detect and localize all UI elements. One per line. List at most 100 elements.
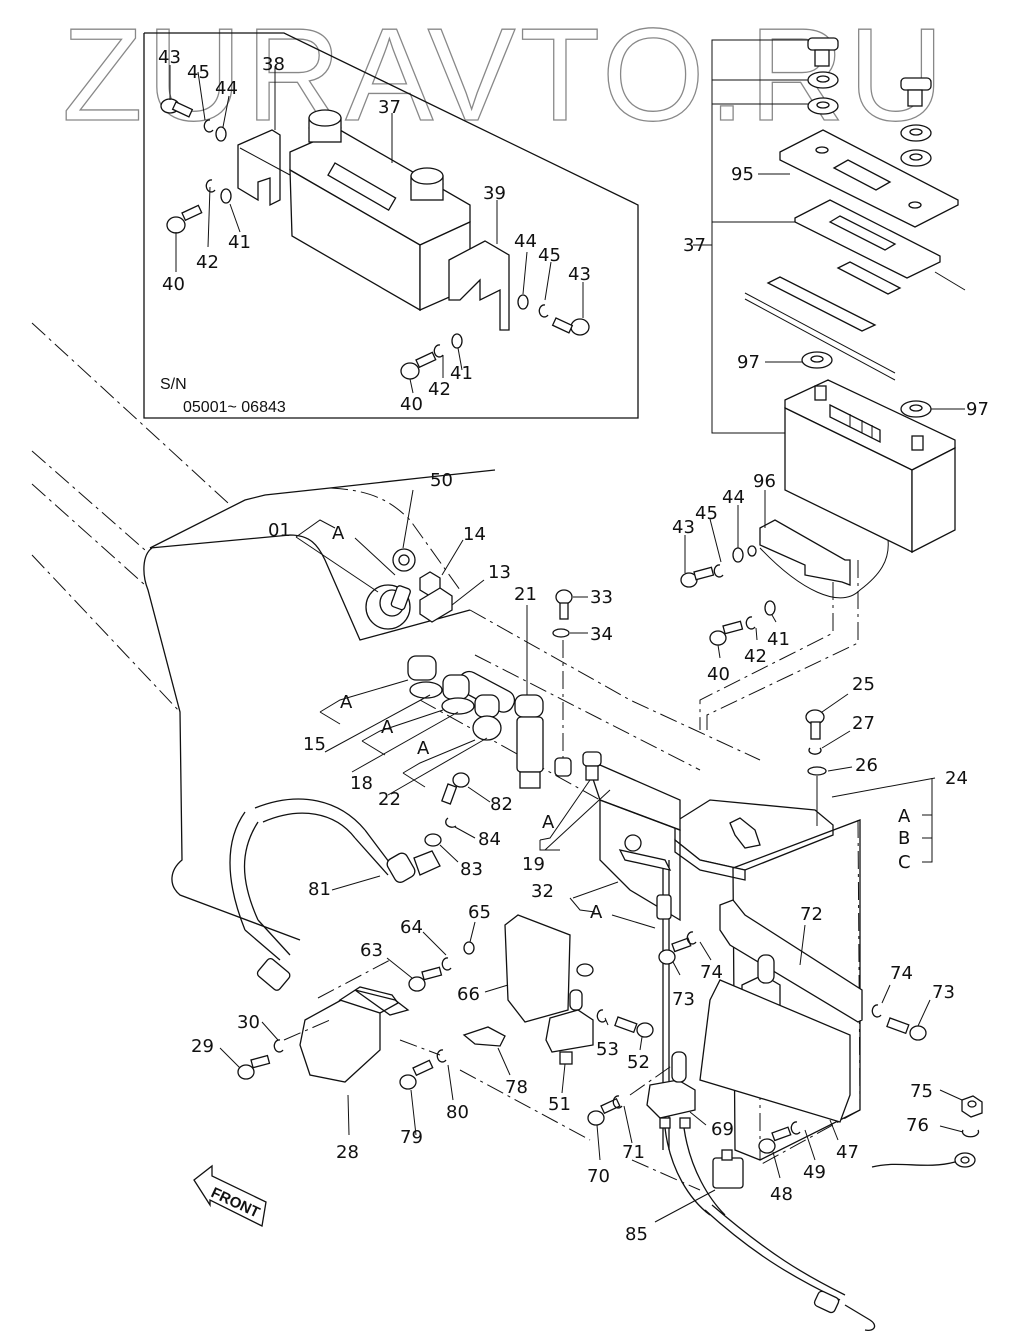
label-79: 79 — [400, 1127, 423, 1148]
label-97: 97 — [737, 352, 760, 373]
battery-bracket-96: 96 44 45 43 40 42 41 — [672, 471, 889, 730]
front-arrow: FRONT — [193, 1164, 267, 1227]
label-42: 42 — [744, 646, 767, 667]
knob-terminal-2 — [900, 77, 932, 107]
label-66: 66 — [457, 984, 480, 1005]
battery-37 — [289, 109, 471, 312]
lower-right-parts: 72 74 73 74 73 69 47 49 48 75 76 85 — [625, 899, 983, 1331]
washer-64 — [441, 957, 452, 971]
label-41: 41 — [767, 629, 790, 650]
label-26: 26 — [855, 755, 878, 776]
bolt-43-right — [551, 317, 590, 336]
variant-B: B — [898, 828, 910, 849]
label-83: 83 — [460, 859, 483, 880]
label-65: 65 — [468, 902, 491, 923]
switch-box-fasteners: 25 27 26 24 A B C — [805, 674, 968, 873]
label-45: 45 — [695, 503, 718, 524]
label-41: 41 — [450, 363, 473, 384]
label-01: 01 — [268, 520, 291, 541]
label-37-kit: 37 — [683, 235, 706, 256]
bolt-48 — [758, 1126, 792, 1154]
washer-30 — [273, 1039, 284, 1053]
label-A: A — [542, 812, 555, 833]
variant-A: A — [898, 806, 911, 827]
washer-80 — [436, 1049, 447, 1063]
label-72: 72 — [800, 904, 823, 925]
screw-25 — [805, 709, 825, 740]
label-73: 73 — [672, 989, 695, 1010]
label-82: 82 — [490, 794, 513, 815]
gasket — [794, 199, 941, 279]
label-15: 15 — [303, 734, 326, 755]
control-unit-66 — [504, 914, 571, 1023]
label-19: 19 — [522, 854, 545, 875]
knob-15 — [407, 655, 443, 699]
label-37: 37 — [378, 97, 401, 118]
variant-C: C — [898, 852, 911, 873]
label-81: 81 — [308, 879, 331, 900]
bolt-40 — [709, 620, 744, 646]
label-39: 39 — [483, 183, 506, 204]
relay-69 — [646, 1079, 696, 1119]
label-96: 96 — [753, 471, 776, 492]
relay-51 — [545, 1009, 594, 1053]
washer-27 — [808, 747, 822, 755]
label-52: 52 — [627, 1052, 650, 1073]
label-51: 51 — [548, 1094, 571, 1115]
label-A: A — [590, 902, 603, 923]
washer-74-left — [686, 931, 697, 945]
label-48: 48 — [770, 1184, 793, 1205]
label-A: A — [332, 523, 345, 544]
label-41: 41 — [228, 232, 251, 253]
label-38: 38 — [262, 54, 285, 75]
label-84: 84 — [478, 829, 501, 850]
label-69: 69 — [711, 1119, 734, 1140]
label-A: A — [340, 692, 353, 713]
knob-18 — [441, 674, 475, 715]
label-44: 44 — [722, 487, 745, 508]
serial-label: S/N — [160, 376, 187, 393]
arrow-icon — [193, 1164, 267, 1227]
label-73: 73 — [932, 982, 955, 1003]
label-33: 33 — [590, 587, 613, 608]
washer-53 — [596, 1009, 607, 1023]
label-95: 95 — [731, 164, 754, 185]
bolt-73-left — [658, 937, 692, 965]
switch-21 — [514, 694, 544, 789]
connector-85 — [712, 1157, 744, 1189]
label-24: 24 — [945, 768, 968, 789]
label-28: 28 — [336, 1142, 359, 1163]
bolt-43 — [680, 566, 715, 588]
label-70: 70 — [587, 1166, 610, 1187]
label-22: 22 — [378, 789, 401, 810]
indicator-13 — [419, 587, 453, 623]
label-47: 47 — [836, 1142, 859, 1163]
label-78: 78 — [505, 1077, 528, 1098]
knob-22 — [472, 694, 502, 741]
console-body — [31, 322, 861, 1166]
washer-65 — [463, 941, 475, 955]
watermark: ZURAVTO.RU — [62, 1, 948, 148]
label-40: 40 — [707, 664, 730, 685]
knob-terminal-1 — [807, 37, 839, 67]
inset-frame — [143, 32, 639, 419]
lower-left-parts: 65 64 63 66 30 29 28 79 80 78 51 53 52 7… — [191, 902, 701, 1191]
screw-82 — [441, 772, 470, 805]
washer-84 — [445, 817, 457, 828]
washer-71 — [612, 1095, 623, 1109]
label-45: 45 — [187, 62, 210, 83]
bolt-70 — [587, 1097, 621, 1126]
label-63: 63 — [360, 940, 383, 961]
washer-74-right — [871, 1004, 882, 1018]
label-71: 71 — [622, 1142, 645, 1163]
label-40: 40 — [162, 274, 185, 295]
clip-78 — [462, 1026, 506, 1047]
bolt-40-left — [166, 204, 203, 234]
label-49: 49 — [803, 1162, 826, 1183]
battery-kit: 37 95 97 97 — [683, 37, 989, 554]
bracket-72 — [719, 899, 863, 1023]
label-76: 76 — [906, 1115, 929, 1136]
middle-parts: A 19 32 A 82 84 83 81 — [229, 772, 672, 1150]
label-43: 43 — [672, 517, 695, 538]
label-21: 21 — [514, 584, 537, 605]
